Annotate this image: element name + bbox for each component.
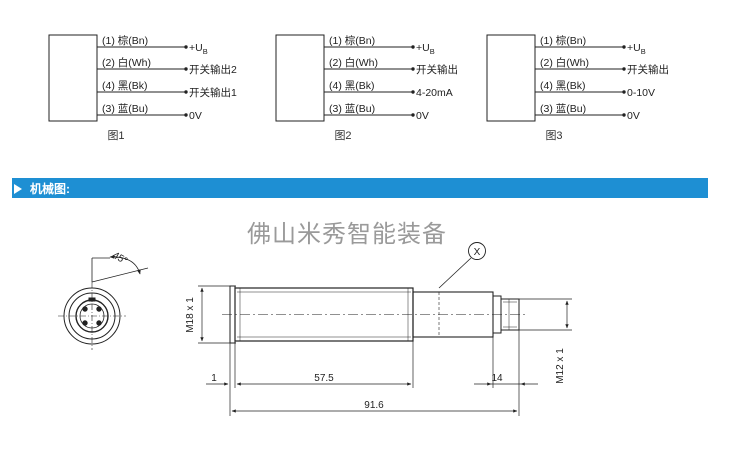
pin-4 bbox=[96, 320, 102, 326]
wire-pin-label: (2) 白(Wh) bbox=[329, 56, 378, 69]
terminal-dot bbox=[411, 67, 415, 71]
wire-signal-label: 开关输出 bbox=[416, 63, 458, 76]
angle-arc bbox=[109, 254, 141, 275]
wire-pin-label: (4) 黑(Bk) bbox=[329, 80, 375, 92]
dim-label-m12: M12 x 1 bbox=[555, 348, 566, 384]
wire-signal-main: 开关输出 bbox=[416, 63, 458, 76]
wire-pin-label: (1) 棕(Bn) bbox=[540, 34, 586, 47]
wire-signal-label: 4-20mA bbox=[416, 87, 453, 99]
wire-signal-main: 开关输出1 bbox=[189, 86, 237, 99]
terminal-dot bbox=[622, 90, 626, 94]
wiring-diagram-1: (1) 棕(Bn) +UB (2) 白(Wh) 开关输出2 (4) 黑(Bk) 开关输出1… bbox=[48, 34, 237, 142]
watermark-text: 佛山米秀智能装备 bbox=[247, 220, 447, 248]
wire-signal-subscript: B bbox=[203, 47, 208, 56]
section-title-text: 机械图: bbox=[30, 182, 70, 196]
pin-1 bbox=[82, 306, 88, 312]
pin-3 bbox=[82, 320, 88, 326]
terminal-dot bbox=[184, 67, 188, 71]
wiring-diagram-3: (1) 棕(Bn) +UB (2) 白(Wh) 开关输出 (4) 黑(Bk) 0-10V (… bbox=[486, 34, 669, 142]
marker-leader-line bbox=[438, 257, 472, 289]
wiring-diagram-2: (1) 棕(Bn) +UB (2) 白(Wh) 开关输出 (4) 黑(Bk) 4-20mA… bbox=[275, 34, 458, 142]
angle-label: 45° bbox=[111, 250, 130, 267]
wire-signal-main: 0V bbox=[627, 110, 640, 122]
front-view bbox=[58, 254, 149, 350]
figure-caption: 图1 bbox=[107, 129, 124, 142]
wire-signal-label: 0V bbox=[627, 110, 640, 122]
wire-signal-main: +U bbox=[416, 42, 430, 54]
section-title: 机械图: bbox=[14, 181, 70, 197]
terminal-dot bbox=[184, 113, 188, 117]
wire-signal-main: 0V bbox=[189, 110, 202, 122]
figure-caption: 图3 bbox=[545, 129, 562, 142]
wire-signal-label: 0V bbox=[416, 110, 429, 122]
wire-signal-main: 开关输出 bbox=[627, 63, 669, 76]
terminal-dot bbox=[184, 45, 188, 49]
wire-pin-label: (2) 白(Wh) bbox=[102, 56, 151, 69]
wire-signal-main: +U bbox=[627, 42, 641, 54]
wire-signal-main: +U bbox=[189, 42, 203, 54]
dim-label-57-5: 57.5 bbox=[314, 373, 334, 384]
pin-2 bbox=[96, 306, 102, 312]
angle-ref-line-diagonal bbox=[91, 267, 149, 283]
wire-signal-label: 开关输出2 bbox=[189, 63, 237, 76]
wire-signal-main: 0-10V bbox=[627, 87, 655, 99]
wire-pin-label: (1) 棕(Bn) bbox=[102, 34, 148, 47]
section-header-bar bbox=[12, 178, 708, 198]
wire-signal-label: +UB bbox=[189, 42, 208, 56]
sensor-box bbox=[48, 34, 98, 122]
wire-signal-label: 0-10V bbox=[627, 87, 655, 99]
wire-signal-label: 开关输出1 bbox=[189, 86, 237, 99]
terminal-dot bbox=[622, 67, 626, 71]
terminal-dot bbox=[184, 90, 188, 94]
dim-label-m18: M18 x 1 bbox=[185, 297, 196, 333]
wire-pin-label: (3) 蓝(Bu) bbox=[329, 103, 375, 115]
wire-signal-label: +UB bbox=[627, 42, 646, 56]
wire-pin-label: (4) 黑(Bk) bbox=[102, 80, 148, 92]
wire-pin-label: (4) 黑(Bk) bbox=[540, 80, 586, 92]
dim-label-91-6: 91.6 bbox=[364, 400, 384, 411]
dim-label-14: 14 bbox=[491, 373, 503, 384]
wire-signal-label: +UB bbox=[416, 42, 435, 56]
wire-pin-label: (3) 蓝(Bu) bbox=[540, 103, 586, 115]
dim-label-flange: 1 bbox=[211, 373, 217, 384]
wire-signal-label: 开关输出 bbox=[627, 63, 669, 76]
sensor-box bbox=[275, 34, 325, 122]
wire-signal-subscript: B bbox=[641, 47, 646, 56]
wire-signal-main: 开关输出2 bbox=[189, 63, 237, 76]
figure-caption: 图2 bbox=[334, 129, 351, 142]
terminal-dot bbox=[411, 45, 415, 49]
wire-signal-main: 0V bbox=[416, 110, 429, 122]
play-triangle-icon bbox=[14, 184, 22, 194]
wire-pin-label: (1) 棕(Bn) bbox=[329, 34, 375, 47]
wire-pin-label: (2) 白(Wh) bbox=[540, 56, 589, 69]
wiring-diagrams: (1) 棕(Bn)+UB(2) 白(Wh)开关输出2(4) 黑(Bk)开关输出1… bbox=[48, 34, 669, 142]
wire-pin-label: (3) 蓝(Bu) bbox=[102, 103, 148, 115]
terminal-dot bbox=[411, 113, 415, 117]
terminal-dot bbox=[411, 90, 415, 94]
marker-circle bbox=[468, 242, 486, 260]
terminal-dot bbox=[622, 113, 626, 117]
wire-signal-subscript: B bbox=[430, 47, 435, 56]
wire-signal-main: 4-20mA bbox=[416, 87, 453, 99]
terminal-dot bbox=[622, 45, 626, 49]
sensor-box bbox=[486, 34, 536, 122]
wire-signal-label: 0V bbox=[189, 110, 202, 122]
coding-key bbox=[88, 297, 96, 302]
marker-letter: X bbox=[474, 247, 481, 258]
side-view bbox=[198, 242, 572, 416]
